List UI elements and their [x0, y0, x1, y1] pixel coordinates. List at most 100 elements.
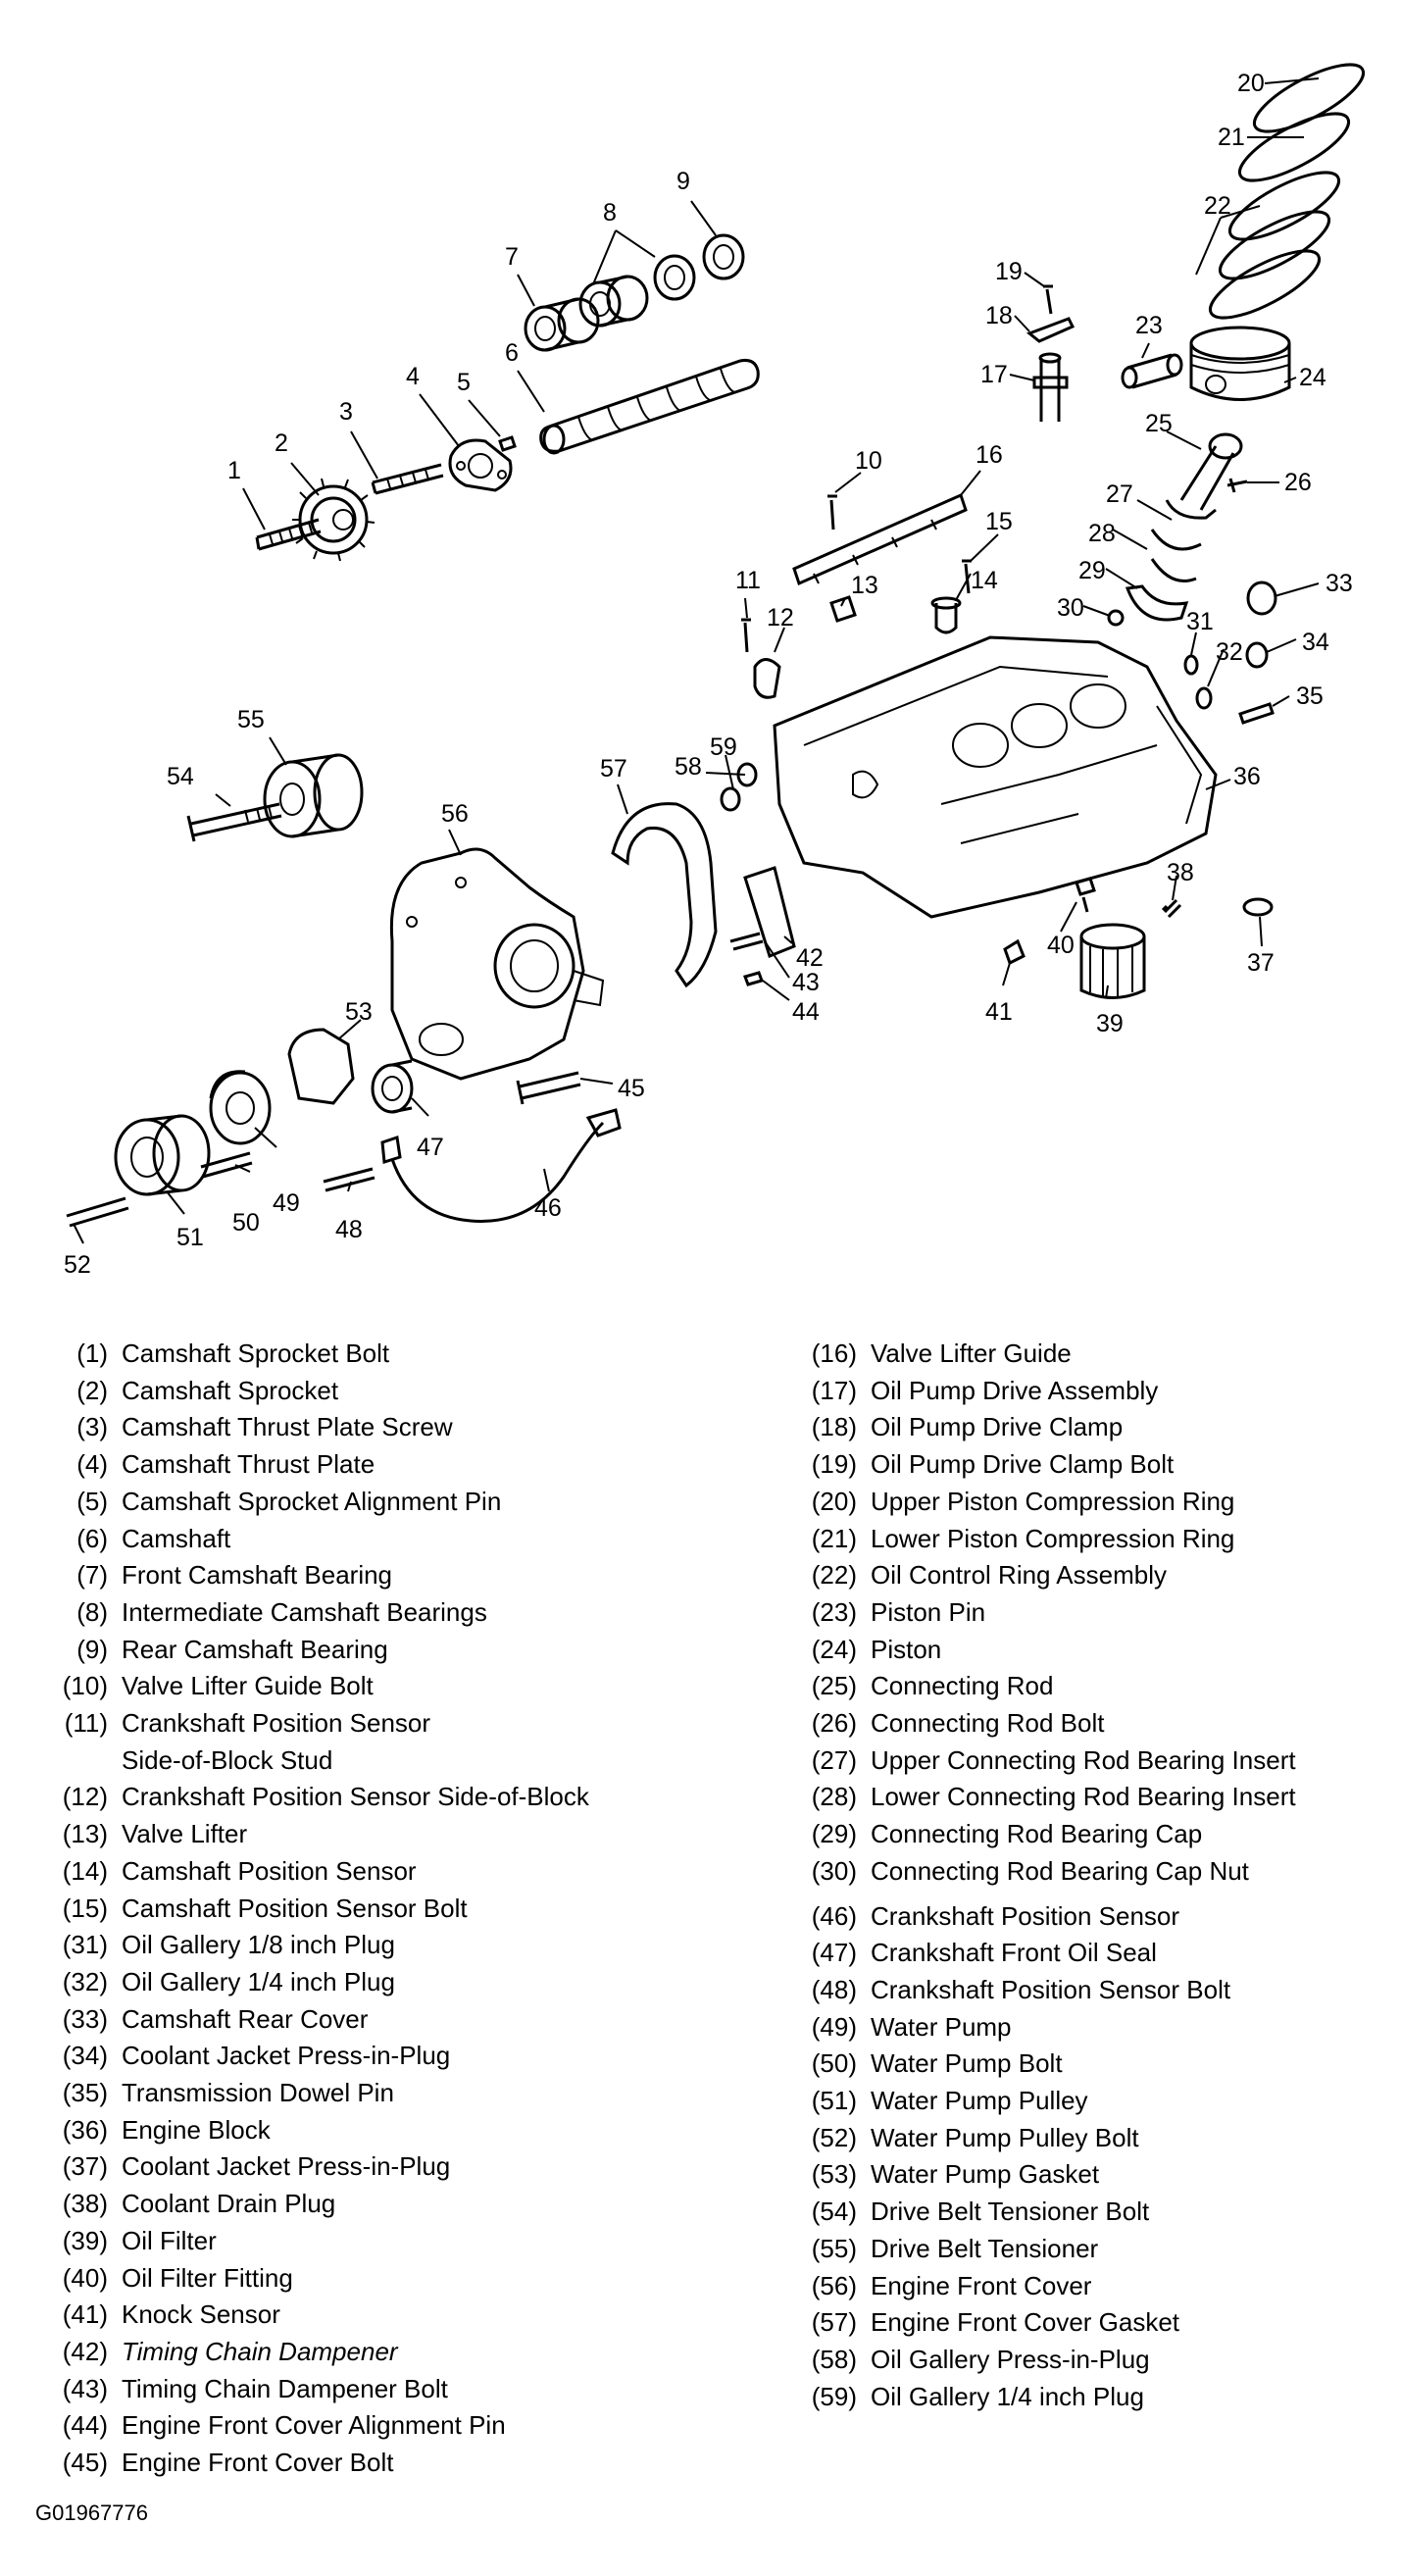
callout-14: 14 [971, 567, 998, 594]
legend-row-52: (52)Water Pump Pulley Bolt [811, 2122, 1139, 2152]
callout-36: 36 [1233, 763, 1261, 790]
callout-50: 50 [232, 1209, 260, 1237]
oil-gallery-plug-59-part [720, 786, 741, 812]
legend-row-45: (45)Engine Front Cover Bolt [62, 2448, 394, 2478]
piston-rings-part [1208, 63, 1366, 320]
legend-row-55: (55)Drive Belt Tensioner [811, 2233, 1099, 2263]
legend-row-25: (25)Connecting Rod [811, 1671, 1054, 1701]
exploded-view-diagram: 1 2 3 4 5 6 7 8 9 10 11 12 13 14 15 16 1… [64, 63, 1366, 1279]
legend-row-58: (58)Oil Gallery Press-in-Plug [811, 2344, 1150, 2374]
legend-row-57: (57)Engine Front Cover Gasket [811, 2307, 1180, 2338]
callout-25: 25 [1145, 410, 1173, 437]
callout-6: 6 [505, 339, 519, 367]
callout-35: 35 [1296, 682, 1324, 710]
engine-block-part [773, 635, 1218, 919]
legend-row-24: (24)Piston [811, 1634, 942, 1664]
callout-3: 3 [339, 398, 353, 426]
legend-row-59: (59)Oil Gallery 1/4 inch Plug [811, 2381, 1144, 2411]
callout-30: 30 [1057, 594, 1084, 622]
engine-front-cover-part [389, 847, 605, 1081]
rod-bearing-cap-part [1125, 584, 1189, 622]
legend-row-46: (46)Crankshaft Position Sensor [811, 1900, 1180, 1931]
callout-24: 24 [1299, 364, 1326, 391]
piston-pin-part [1121, 353, 1183, 389]
callout-17: 17 [980, 361, 1008, 388]
legend-row-49: (49)Water Pump [811, 2011, 1012, 2042]
crank-sensor-side-of-block-part [753, 658, 781, 699]
legend-row-50: (50)Water Pump Bolt [811, 2048, 1063, 2079]
callout-26: 26 [1284, 469, 1312, 496]
camshaft-thrust-plate-part [448, 438, 513, 492]
front-cover-gasket-part [611, 802, 718, 988]
crankshaft-position-sensor-part [380, 1108, 622, 1223]
callout-27: 27 [1106, 480, 1133, 508]
callout-54: 54 [167, 763, 194, 790]
legend-row-28: (28)Lower Connecting Rod Bearing Insert [811, 1782, 1296, 1812]
callout-19: 19 [995, 258, 1023, 285]
legend-row-22: (22)Oil Control Ring Assembly [811, 1560, 1167, 1591]
piston-part [1189, 326, 1291, 401]
callout-52: 52 [64, 1251, 91, 1279]
callout-20: 20 [1237, 70, 1265, 97]
legend-row-1: (1)Camshaft Sprocket Bolt [76, 1339, 390, 1368]
legend-row-9: (9)Rear Camshaft Bearing [76, 1634, 388, 1664]
legend-row-54: (54)Drive Belt Tensioner Bolt [811, 2197, 1150, 2227]
coolant-jacket-plug-part [1245, 641, 1269, 669]
callout-40: 40 [1047, 932, 1075, 959]
legend-row-51: (51)Water Pump Pulley [811, 2086, 1088, 2116]
callout-55: 55 [237, 706, 265, 733]
timing-chain-dampener-part [743, 866, 796, 958]
legend-row-30: (30)Connecting Rod Bearing Cap Nut [811, 1855, 1249, 1886]
callout-15: 15 [985, 508, 1013, 535]
valve-lifter-part [829, 595, 857, 623]
rod-bearing-cap-nut-part [1107, 609, 1125, 627]
legend-row-39: (39)Oil Filter [62, 2225, 217, 2255]
legend-row-38: (38)Coolant Drain Plug [62, 2189, 336, 2219]
legend-row-4: (4)Camshaft Thrust Plate [76, 1449, 375, 1480]
callout-16: 16 [976, 441, 1003, 469]
callout-44: 44 [792, 998, 820, 1026]
drive-belt-tensioner-bolt-part [186, 802, 282, 842]
legend-row-6: (6)Camshaft [76, 1523, 231, 1553]
callout-42: 42 [796, 944, 824, 972]
legend-row-21: (21)Lower Piston Compression Ring [811, 1523, 1235, 1553]
front-camshaft-bearing-part [524, 297, 600, 352]
callout-57: 57 [600, 755, 627, 783]
callout-1: 1 [227, 457, 241, 484]
callout-51: 51 [176, 1224, 204, 1251]
legend-row-29: (29)Connecting Rod Bearing Cap [811, 1819, 1203, 1849]
legend-row-37: (37)Coolant Jacket Press-in-Plug [62, 2151, 451, 2182]
legend-row-5: (5)Camshaft Sprocket Alignment Pin [76, 1486, 502, 1516]
figure-id: G01967776 [35, 2500, 148, 2525]
oil-pump-drive-part [1026, 284, 1076, 422]
callout-31: 31 [1186, 608, 1214, 635]
callout-53: 53 [345, 998, 373, 1026]
callout-labels: 1 2 3 4 5 6 7 8 9 10 11 12 13 14 15 16 1… [64, 70, 1353, 1279]
callout-23: 23 [1135, 312, 1163, 339]
water-pump-part [209, 1070, 272, 1145]
legend-row-12: (12)Crankshaft Position Sensor Side-of-B… [62, 1782, 589, 1812]
engine-front-cover-bolt-part [516, 1071, 581, 1105]
camshaft-rear-cover-part [1246, 581, 1277, 616]
callout-21: 21 [1218, 124, 1245, 151]
callout-56: 56 [441, 800, 469, 828]
connecting-rod-bolt-part [1226, 478, 1248, 493]
camshaft-position-sensor-part [930, 596, 962, 634]
legend-row-8: (8)Intermediate Camshaft Bearings [76, 1596, 487, 1627]
legend-row-27: (27)Upper Connecting Rod Bearing Insert [811, 1744, 1296, 1775]
legend-row-33: (33)Camshaft Rear Cover [62, 2003, 369, 2034]
coolant-jacket-plug-2-part [1242, 897, 1274, 917]
legend-row-18: (18)Oil Pump Drive Clamp [811, 1412, 1124, 1442]
legend-row-41: (41)Knock Sensor [62, 2299, 280, 2330]
callout-5: 5 [457, 369, 471, 396]
legend-row-20: (20)Upper Piston Compression Ring [811, 1486, 1235, 1516]
legend-row-43: (43)Timing Chain Dampener Bolt [62, 2373, 448, 2403]
legend-row-2: (2)Camshaft Sprocket [76, 1375, 339, 1405]
legend-row-7: (7)Front Camshaft Bearing [76, 1560, 393, 1591]
legend-row-10: (10)Valve Lifter Guide Bolt [62, 1671, 374, 1701]
engine-block-illustration: 1 2 3 4 5 6 7 8 9 10 11 12 13 14 15 16 1… [64, 63, 1366, 1279]
timing-chain-dampener-bolt-part [729, 932, 764, 951]
legend-row-48: (48)Crankshaft Position Sensor Bolt [811, 1974, 1231, 2004]
oil-gallery-1-4-plug-part [1195, 686, 1213, 710]
valve-lifter-guide-part [792, 492, 968, 586]
